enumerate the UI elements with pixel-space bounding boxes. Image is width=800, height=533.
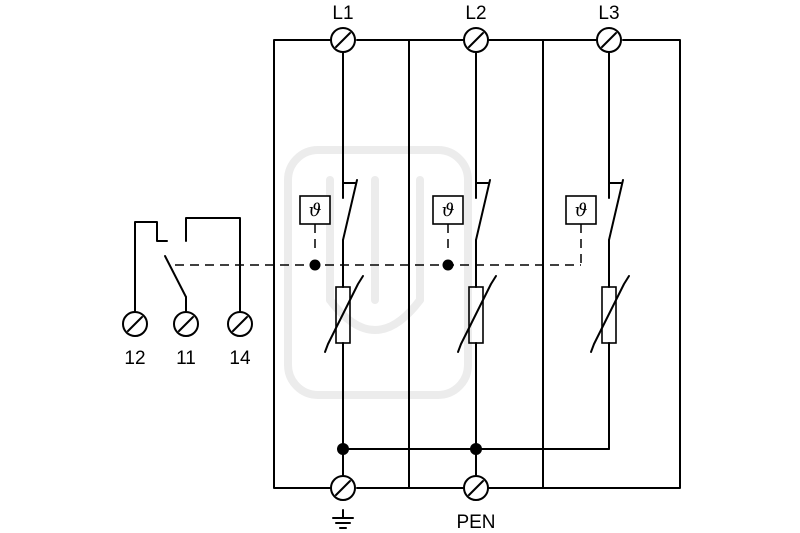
ground-icon — [332, 509, 354, 529]
label-11: 11 — [176, 348, 196, 369]
terminal-l2: L2 — [463, 3, 489, 53]
terminal-14: 14 — [227, 311, 253, 369]
linkage-dot-l2 — [442, 259, 454, 271]
phase-l2-branch: ϑ — [432, 52, 497, 450]
varistor-icon — [457, 275, 497, 353]
varistor-icon — [590, 275, 630, 353]
watermark-logo — [284, 146, 472, 399]
frame-wiring — [273, 39, 681, 489]
thermal-disconnector-icon: ϑ — [565, 195, 597, 225]
terminal-l3: L3 — [596, 3, 622, 53]
terminal-11: 11 — [173, 311, 199, 369]
terminal-pe — [330, 475, 356, 529]
pe-bus — [337, 443, 610, 476]
label-12: 12 — [124, 348, 145, 369]
thermal-symbol: ϑ — [575, 200, 588, 221]
thermal-symbol: ϑ — [309, 200, 322, 221]
terminal-pen: PEN — [456, 475, 496, 533]
mechanical-linkage — [175, 224, 582, 271]
terminal-12: 12 — [122, 311, 148, 369]
thermal-disconnector-icon: ϑ — [299, 195, 331, 252]
label-l2: L2 — [465, 3, 486, 24]
label-l1: L1 — [332, 3, 353, 24]
thermal-symbol: ϑ — [442, 200, 455, 221]
phase-l3-branch: ϑ — [565, 52, 630, 450]
phase-l1-branch: ϑ — [299, 52, 364, 450]
label-l3: L3 — [598, 3, 619, 24]
label-14: 14 — [229, 348, 251, 369]
signal-contact — [134, 217, 241, 312]
thermal-disconnector-icon: ϑ — [432, 195, 464, 252]
linkage-dot-l1 — [309, 259, 321, 271]
terminal-l1: L1 — [330, 3, 356, 53]
label-pen: PEN — [456, 512, 495, 533]
